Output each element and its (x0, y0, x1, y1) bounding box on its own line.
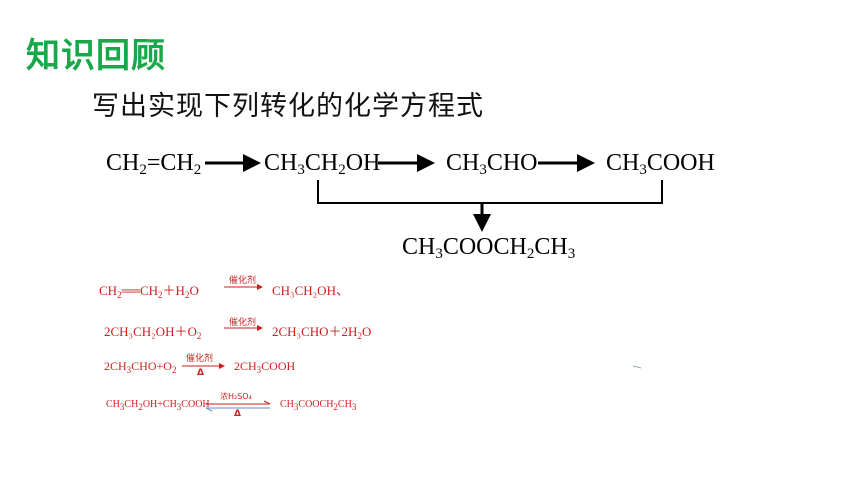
acetic-acid-formula: CH3COOH (606, 150, 715, 178)
equation-4-right: CH3COOCH2CH3 (280, 399, 357, 412)
esterification-bracket (317, 180, 663, 204)
equation-3-left: 2CH3CHO+O2 (104, 359, 177, 375)
equation-1-condition: 催化剂 (229, 276, 257, 286)
stray-mark (632, 365, 642, 369)
instruction-text: 写出实现下列转化的化学方程式 (92, 91, 484, 122)
equation-4-left: CH3CH2OH+CH3COOH (106, 399, 210, 412)
acetaldehyde-formula: CH3CHO (446, 150, 538, 178)
equation-3-condition-top: 催化剂 (186, 354, 214, 364)
ethylene-formula: CH2=CH2 (106, 150, 202, 178)
equation-3-right: 2CH3COOH (234, 359, 296, 375)
page-title: 知识回顾 (26, 36, 166, 76)
equation-2-left: 2CH₃CH₂OH＋O2 (104, 324, 202, 341)
equation-2-condition: 催化剂 (229, 318, 257, 328)
equation-3-condition-bottom: Δ (197, 368, 204, 378)
equation-1-right: CH₃CH₂OH、 (272, 283, 349, 298)
equation-4-condition-top: 浓H₂SO₄ (220, 392, 252, 401)
equation-4-condition-bottom: Δ (234, 409, 241, 419)
ethyl-acetate-formula: CH3COOCH2CH3 (402, 234, 576, 262)
equation-2-right: 2CH₃CHO＋2H2O (272, 324, 372, 341)
ethanol-formula: CH3CH2OH (264, 150, 381, 178)
equation-1-left: CH2══CH2＋H2O (99, 283, 199, 300)
